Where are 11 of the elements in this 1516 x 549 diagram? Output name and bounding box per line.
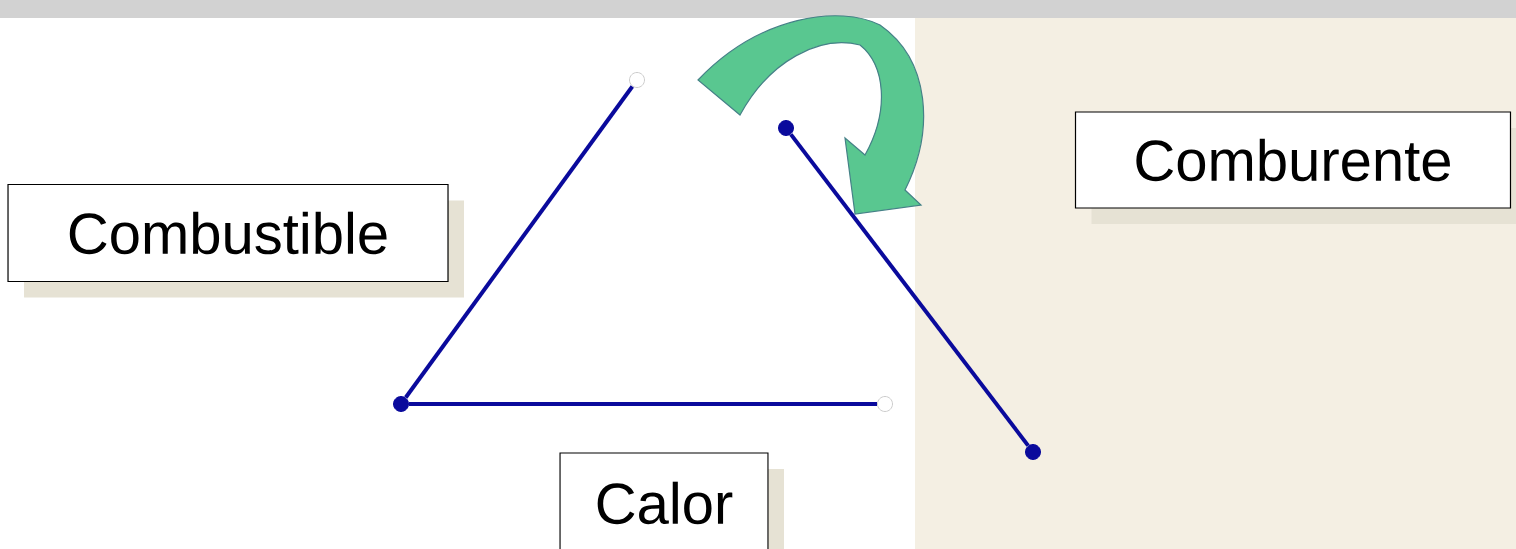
end-dot — [877, 396, 893, 412]
line — [409, 402, 877, 406]
label-box: Comburente — [1074, 111, 1516, 224]
end-dot — [629, 72, 645, 88]
line — [404, 85, 634, 399]
label-box: Combustible — [7, 183, 464, 298]
end-dot — [393, 396, 409, 412]
line — [789, 133, 1030, 447]
label-box: Calor — [559, 452, 784, 549]
end-dot — [1025, 444, 1041, 460]
end-dot — [778, 120, 794, 136]
